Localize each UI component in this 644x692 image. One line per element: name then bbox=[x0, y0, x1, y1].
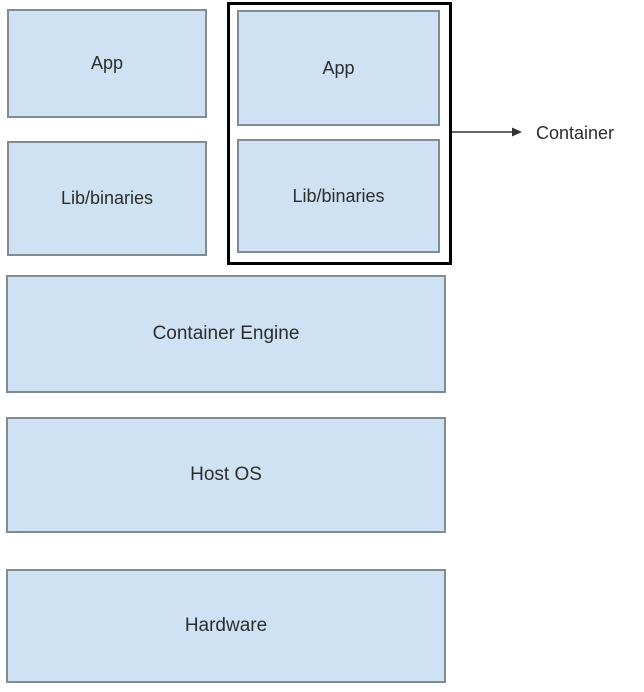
host-os-layer: Host OS bbox=[6, 417, 446, 533]
container-engine-label: Container Engine bbox=[152, 323, 300, 344]
container-outline: App Lib/binaries bbox=[227, 2, 452, 265]
app-box-container-label: App bbox=[322, 57, 355, 78]
app-box-left-label: App bbox=[90, 53, 124, 73]
app-box-container: App bbox=[237, 10, 440, 126]
container-callout-label: Container bbox=[536, 123, 615, 143]
lib-binaries-box-left-label: Lib/binaries bbox=[60, 188, 154, 208]
hardware-layer: Hardware bbox=[6, 569, 446, 683]
container-engine-layer: Container Engine bbox=[6, 275, 446, 393]
hardware-label: Hardware bbox=[184, 615, 268, 636]
lib-binaries-box-left: Lib/binaries bbox=[7, 141, 207, 256]
lib-binaries-box-container-label: Lib/binaries bbox=[292, 185, 385, 206]
app-box-left: App bbox=[7, 9, 207, 118]
host-os-label: Host OS bbox=[190, 464, 262, 485]
container-callout-arrow-icon bbox=[452, 127, 522, 137]
lib-binaries-box-container: Lib/binaries bbox=[237, 139, 440, 253]
